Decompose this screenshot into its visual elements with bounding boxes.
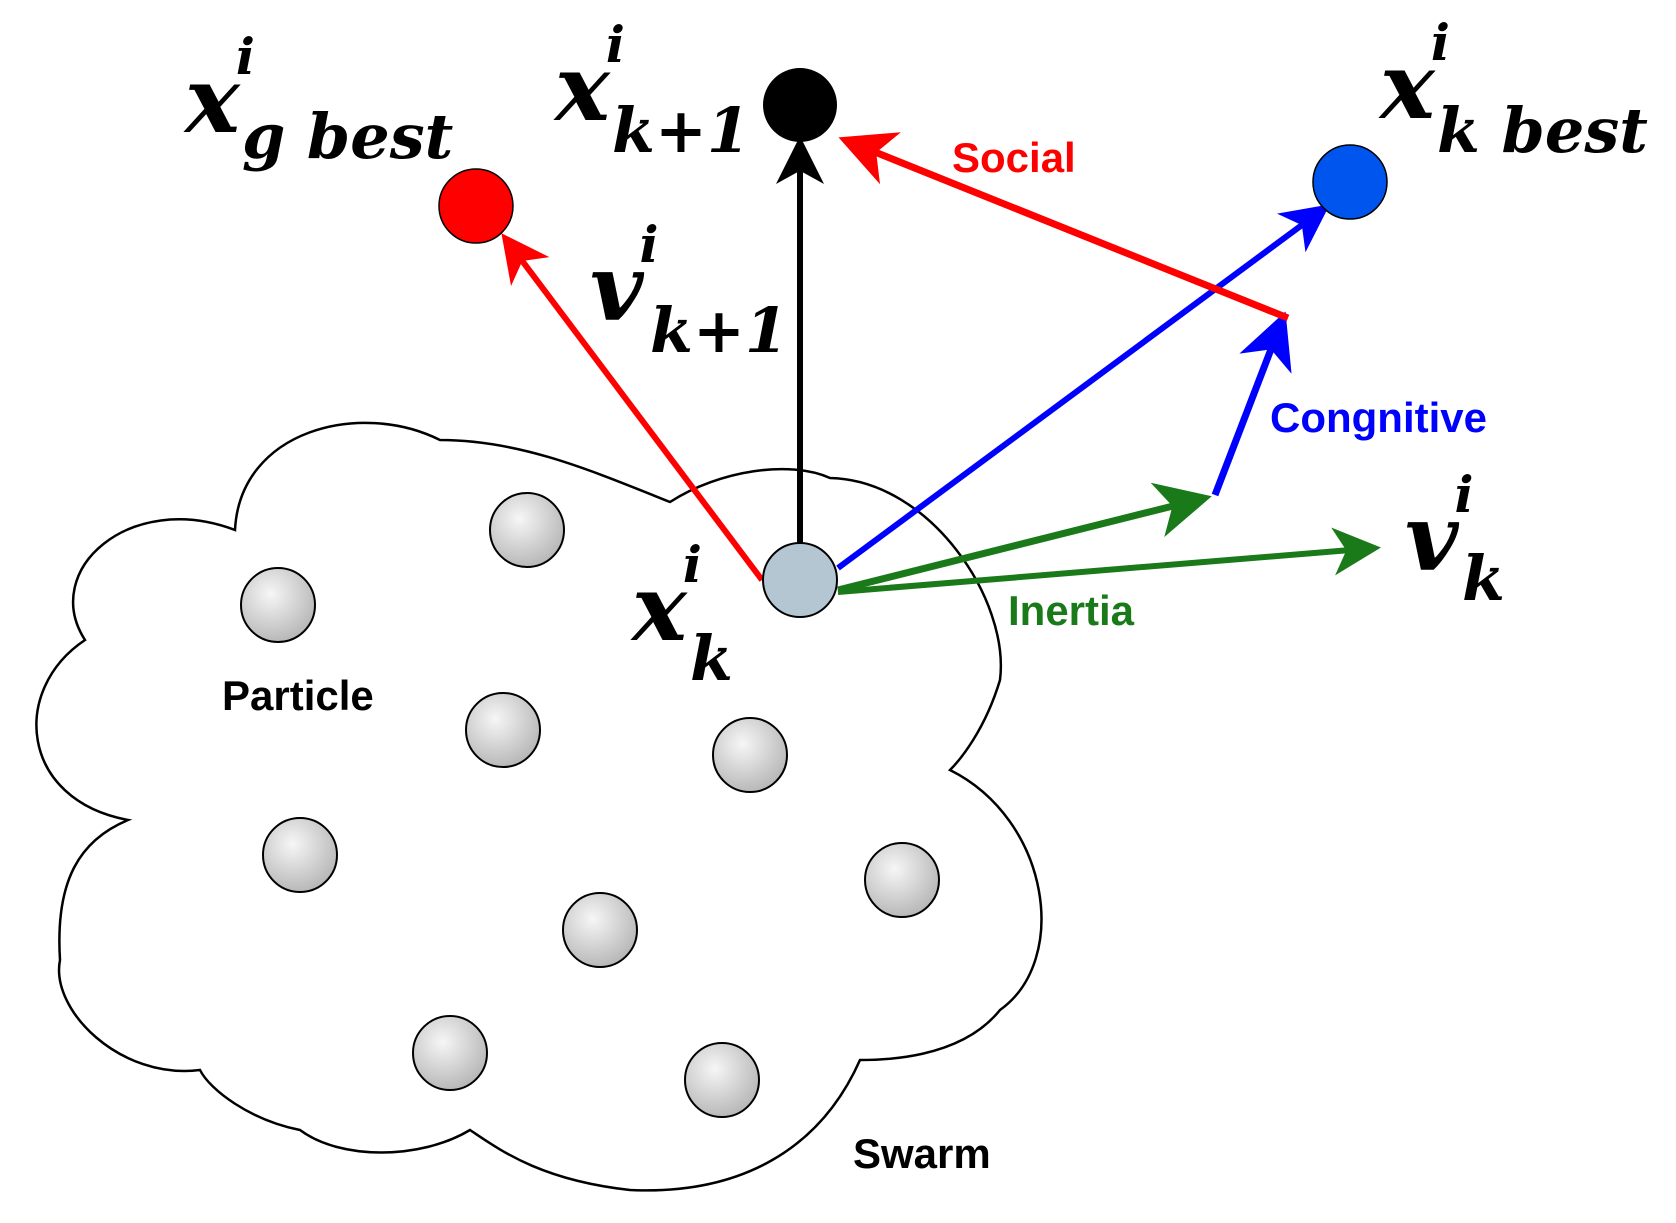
swarm-particle: [712, 717, 788, 793]
swarm-particle: [562, 892, 638, 968]
swarm-particle: [262, 817, 338, 893]
current-particle: [762, 542, 838, 618]
label-social: Social: [952, 134, 1076, 181]
next-position-point: [763, 68, 837, 142]
kbest-point: [1312, 144, 1388, 220]
label-cognitive: Congnitive: [1270, 394, 1487, 441]
arrow-inertia-component: [837, 482, 1212, 594]
arrow-to-gbest: [501, 233, 765, 582]
swarm-particle: [489, 492, 565, 568]
arrow-velocity-current: [837, 527, 1381, 595]
swarm-particle: [240, 567, 316, 643]
swarm-particles: [240, 492, 940, 1118]
label-particle: Particle: [222, 672, 374, 719]
arrow-to-kbest: [836, 204, 1330, 571]
gbest-point: [438, 168, 514, 244]
arrow-social-component: [838, 132, 1290, 322]
swarm-particle: [684, 1042, 760, 1118]
swarm-particle: [864, 842, 940, 918]
swarm-particle: [412, 1015, 488, 1091]
swarm-particle: [465, 692, 541, 768]
label-swarm: Swarm: [853, 1130, 991, 1177]
label-inertia: Inertia: [1008, 587, 1135, 634]
arrow-cognitive-component: [1211, 311, 1292, 497]
